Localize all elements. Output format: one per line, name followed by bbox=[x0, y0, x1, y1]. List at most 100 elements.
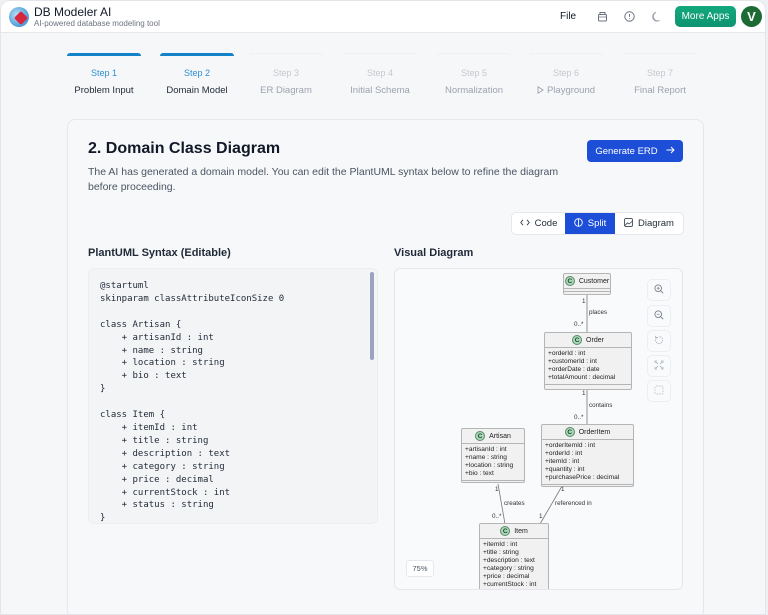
step-number: Step 6 bbox=[552, 68, 580, 78]
step-number: Step 2 bbox=[183, 68, 211, 78]
file-menu[interactable]: File bbox=[560, 11, 577, 22]
uml-attribute: +orderDate : date bbox=[548, 365, 600, 373]
fit-view-button[interactable] bbox=[647, 355, 671, 377]
uml-class-name: OrderItem bbox=[578, 428, 611, 436]
step-2[interactable]: Step 2 Domain Model bbox=[160, 53, 234, 96]
reset-view-button[interactable] bbox=[647, 330, 671, 352]
view-code-button[interactable]: Code bbox=[512, 213, 565, 234]
step-label: Domain Model bbox=[166, 85, 228, 96]
page-description: The AI has generated a domain model. You… bbox=[88, 166, 559, 193]
multiplicity-label: 1 bbox=[582, 298, 586, 305]
step-7[interactable]: Step 7 Final Report bbox=[623, 53, 697, 96]
uml-class-name: Artisan bbox=[489, 432, 511, 440]
step-number: Step 5 bbox=[460, 68, 488, 78]
view-split-label: Split bbox=[587, 218, 607, 229]
zoom-out-button[interactable] bbox=[647, 305, 671, 327]
uml-class-customer[interactable]: C Customer bbox=[563, 273, 611, 295]
step-6[interactable]: Step 6 Playground bbox=[529, 53, 603, 96]
uml-attribute: +title : string bbox=[483, 548, 519, 556]
multiplicity-label: 0..* bbox=[574, 414, 584, 421]
editor-scrollbar-thumb[interactable] bbox=[370, 272, 374, 360]
step-label-wrap: Playground bbox=[529, 85, 603, 96]
relation-label-places: places bbox=[589, 309, 608, 316]
class-badge-icon: C bbox=[564, 427, 575, 437]
step-label: Final Report bbox=[634, 85, 686, 96]
user-avatar[interactable]: V bbox=[741, 6, 762, 27]
uml-attributes: +orderItemId : int +orderId : int +itemI… bbox=[542, 440, 633, 485]
uml-class-header: C Order bbox=[545, 333, 631, 348]
uml-class-item[interactable]: C Item +itemId : int +title : string +de… bbox=[479, 523, 549, 589]
visual-diagram-panel[interactable]: C Customer 1 places 0..* C Order +orderI… bbox=[394, 268, 683, 590]
multiplicity-label: 0..* bbox=[492, 513, 502, 520]
split-icon bbox=[574, 217, 583, 230]
relation-label-creates: creates bbox=[504, 500, 525, 507]
uml-class-header: C Customer bbox=[564, 274, 610, 289]
plantuml-code[interactable]: @startuml skinparam classAttributeIconSi… bbox=[100, 281, 285, 524]
uml-attribute: +bio : text bbox=[465, 469, 494, 477]
step-label: Playground bbox=[546, 85, 596, 96]
dark-mode-icon[interactable] bbox=[651, 10, 664, 23]
app-logo-icon bbox=[9, 7, 29, 27]
multiplicity-label: 1 bbox=[539, 513, 543, 520]
step-progress-bar bbox=[67, 53, 141, 56]
uml-class-order[interactable]: C Order +orderId : int +customerId : int… bbox=[544, 332, 632, 390]
step-5[interactable]: Step 5 Normalization bbox=[437, 53, 511, 96]
uml-attribute: +customerId : int bbox=[548, 357, 597, 365]
step-progress-bar bbox=[437, 53, 511, 56]
plantuml-editor[interactable]: @startuml skinparam classAttributeIconSi… bbox=[88, 268, 378, 524]
uml-attribute: +itemId : int bbox=[545, 457, 580, 465]
step-label: Problem Input bbox=[74, 85, 134, 96]
step-3[interactable]: Step 3 ER Diagram bbox=[249, 53, 323, 96]
step-number: Step 1 bbox=[90, 68, 118, 78]
zoom-in-button[interactable] bbox=[647, 279, 671, 301]
step-progress-bar bbox=[343, 53, 417, 56]
uml-class-header: C OrderItem bbox=[542, 425, 633, 440]
class-badge-icon: C bbox=[475, 431, 486, 441]
view-diagram-button[interactable]: Diagram bbox=[615, 213, 683, 234]
fullscreen-button[interactable] bbox=[647, 380, 671, 402]
app-subtitle: AI-powered database modeling tool bbox=[34, 19, 160, 28]
step-progress-bar bbox=[623, 53, 697, 56]
step-label: ER Diagram bbox=[260, 85, 312, 96]
uml-attribute: +orderId : int bbox=[545, 449, 583, 457]
uml-attribute: +purchasePrice : decimal bbox=[545, 473, 620, 481]
fullscreen-icon bbox=[654, 382, 664, 400]
uml-class-name: Customer bbox=[578, 277, 610, 285]
play-icon bbox=[537, 85, 544, 95]
more-apps-button[interactable]: More Apps bbox=[675, 6, 736, 27]
app-title: DB Modeler AI bbox=[34, 5, 112, 19]
view-diagram-label: Diagram bbox=[638, 218, 674, 229]
relation-label-referenced-in: referenced in bbox=[555, 500, 592, 507]
uml-attribute: +itemId : int bbox=[483, 541, 518, 548]
step-1[interactable]: Step 1 Problem Input bbox=[67, 53, 141, 96]
uml-attribute: +totalAmount : decimal bbox=[548, 373, 616, 381]
uml-class-artisan[interactable]: C Artisan +artisanId : int +name : strin… bbox=[461, 428, 525, 483]
save-icon[interactable] bbox=[596, 10, 609, 23]
view-code-label: Code bbox=[534, 218, 558, 229]
uml-class-name: Item bbox=[514, 527, 528, 535]
multiplicity-label: 1 bbox=[561, 486, 565, 493]
step-number: Step 7 bbox=[646, 68, 674, 78]
class-badge-icon: C bbox=[500, 526, 511, 536]
uml-class-orderitem[interactable]: C OrderItem +orderItemId : int +orderId … bbox=[541, 424, 634, 487]
multiplicity-label: 1 bbox=[582, 390, 586, 397]
step-number: Step 4 bbox=[366, 68, 394, 78]
history-icon[interactable] bbox=[623, 10, 636, 23]
step-progress-bar bbox=[529, 53, 603, 56]
fit-icon bbox=[654, 357, 664, 375]
generate-erd-button[interactable]: Generate ERD bbox=[587, 140, 683, 162]
relation-lines bbox=[497, 295, 588, 525]
class-badge-icon: C bbox=[572, 335, 583, 345]
uml-attribute: +orderId : int bbox=[548, 350, 586, 357]
uml-class-header: C Item bbox=[480, 524, 548, 539]
view-split-button[interactable]: Split bbox=[565, 213, 615, 234]
uml-attribute: +description : text bbox=[483, 556, 535, 564]
uml-attribute: +currentStock : int bbox=[483, 580, 537, 588]
relation-label-contains: contains bbox=[589, 402, 613, 409]
step-label: Initial Schema bbox=[350, 85, 410, 96]
arrow-right-icon bbox=[666, 146, 675, 157]
uml-attribute: +artisanId : int bbox=[465, 446, 507, 453]
page-title: 2. Domain Class Diagram bbox=[88, 140, 281, 157]
uml-class-name: Order bbox=[586, 336, 604, 344]
step-4[interactable]: Step 4 Initial Schema bbox=[343, 53, 417, 96]
